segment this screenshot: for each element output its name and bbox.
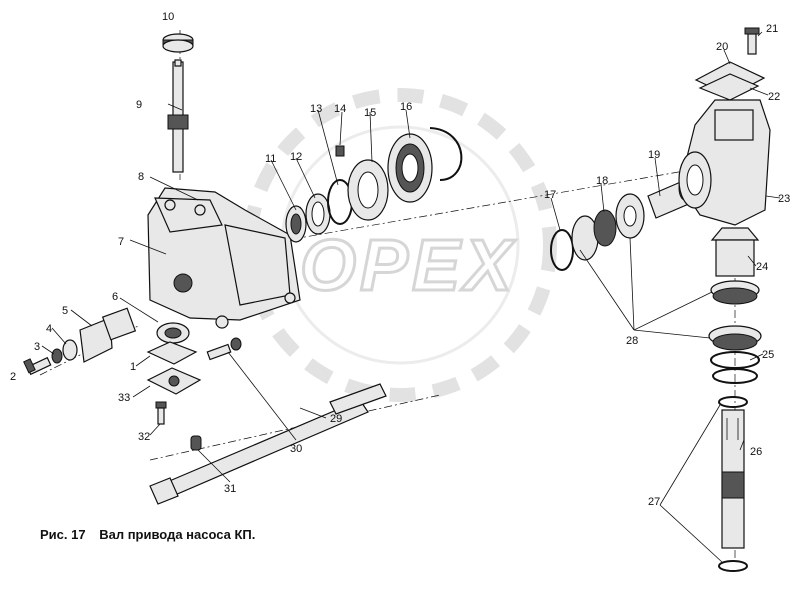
- callout-25: 25: [762, 349, 774, 361]
- callout-5: 5: [62, 305, 68, 317]
- part-9-vertical-shaft: [167, 59, 189, 173]
- callout-7: 7: [118, 236, 124, 248]
- callout-8: 8: [138, 171, 144, 183]
- part-29-drive-shaft: [149, 383, 387, 505]
- part-30-bolt: [206, 337, 242, 361]
- part-27-snap-ring-upper: [718, 396, 748, 408]
- part-28-bearings-vertical: [708, 280, 762, 351]
- callout-3: 3: [34, 341, 40, 353]
- callout-9: 9: [136, 99, 142, 111]
- leader-lines: [41, 31, 781, 563]
- part-21-bolt: [744, 27, 760, 55]
- callout-4: 4: [46, 323, 52, 335]
- callout-28: 28: [626, 335, 638, 347]
- part-12-ring: [305, 193, 331, 235]
- callout-23: 23: [778, 193, 790, 205]
- snap-ring-upper: [429, 127, 463, 181]
- figure-caption: Рис. 17 Вал привода насоса КП.: [40, 527, 265, 542]
- figure-title: Вал привода насоса КП.: [99, 527, 256, 542]
- part-11-seal: [285, 205, 307, 243]
- part-18-bearing-assembly: [571, 193, 645, 261]
- part-33-flange: [146, 367, 202, 395]
- callout-2: 2: [10, 371, 16, 383]
- callout-27: 27: [648, 496, 660, 508]
- callout-1: 1: [130, 361, 136, 373]
- part-25-snap-ring: [710, 351, 760, 384]
- part-7-housing: [147, 187, 301, 329]
- callout-30: 30: [290, 443, 302, 455]
- part-14-pin: [335, 145, 345, 157]
- callout-26: 26: [750, 446, 762, 458]
- callout-21: 21: [766, 23, 778, 35]
- part-2-bolt: [23, 356, 52, 376]
- callout-18: 18: [596, 175, 608, 187]
- callout-6: 6: [112, 291, 118, 303]
- watermark: OPEX: [243, 88, 557, 402]
- axis-diagonal: [229, 169, 691, 251]
- part-16-ball-bearing: [387, 133, 433, 203]
- part-5-flange: [79, 307, 137, 363]
- part-26-splined-shaft: [721, 409, 745, 549]
- callouts: 10 9 8 7 6 5 4 3 2 1 33 32 11 12 13 14 1…: [10, 11, 790, 508]
- callout-13: 13: [310, 103, 322, 115]
- callout-10: 10: [162, 11, 174, 23]
- part-1-gasket: [146, 341, 198, 365]
- part-4-washer: [62, 339, 78, 361]
- part-10-seal-cap: [162, 33, 194, 53]
- part-24-bevel-gear: [710, 227, 760, 277]
- part-17-snap-ring: [550, 229, 574, 271]
- part-27-snap-ring-lower: [718, 560, 748, 572]
- part-31-key: [190, 435, 202, 451]
- callout-12: 12: [290, 151, 302, 163]
- callout-19: 19: [648, 149, 660, 161]
- callout-16: 16: [400, 101, 412, 113]
- callout-15: 15: [364, 107, 376, 119]
- part-22-gasket: [698, 73, 760, 101]
- callout-29: 29: [330, 413, 342, 425]
- part-32-bolt: [155, 401, 167, 425]
- part-3-washer: [51, 348, 63, 364]
- figure-number: Рис. 17: [40, 527, 86, 542]
- callout-32: 32: [138, 431, 150, 443]
- callout-33: 33: [118, 392, 130, 404]
- callout-14: 14: [334, 103, 346, 115]
- callout-20: 20: [716, 41, 728, 53]
- part-23-angle-housing: [678, 99, 771, 226]
- callout-31: 31: [224, 483, 236, 495]
- part-6-seal: [156, 322, 190, 344]
- callout-11: 11: [265, 153, 276, 165]
- callout-17: 17: [544, 189, 556, 201]
- watermark-text: OPEX: [300, 226, 516, 306]
- part-15-bearing-race: [347, 159, 389, 221]
- watermark-gear: [243, 88, 557, 402]
- callout-22: 22: [768, 91, 780, 103]
- callout-24: 24: [756, 261, 768, 273]
